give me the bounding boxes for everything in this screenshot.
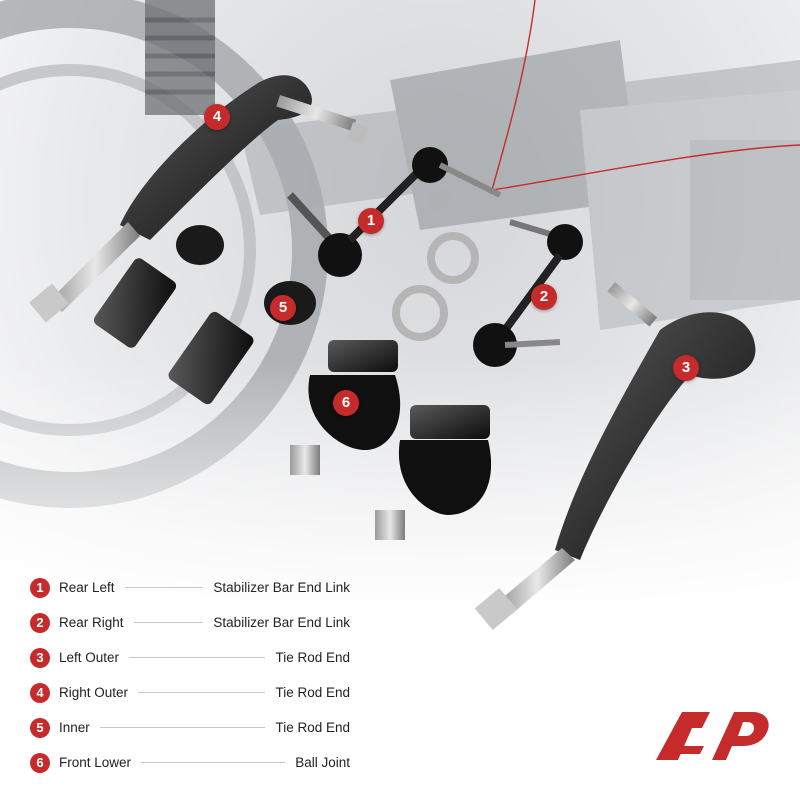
legend-divider — [141, 762, 286, 763]
a-premium-logo-icon — [656, 712, 769, 760]
stabilizer-end-links — [287, 147, 583, 367]
legend-part-label: Tie Rod End — [275, 720, 350, 735]
legend-divider — [99, 727, 266, 728]
legend-part-label: Ball Joint — [295, 755, 350, 770]
legend-position-label: Inner — [59, 720, 90, 735]
left-outer-tie-rod-end — [474, 282, 756, 631]
legend-divider — [124, 587, 204, 588]
callout-badge-2: 2 — [531, 284, 557, 310]
legend-number-badge: 2 — [30, 612, 50, 633]
legend-position-label: Rear Right — [59, 615, 124, 630]
legend-position-label: Rear Left — [59, 580, 115, 595]
right-outer-tie-rod-end — [29, 75, 369, 323]
legend-part-label: Stabilizer Bar End Link — [213, 580, 350, 595]
legend-row-4: 4 Right Outer Tie Rod End — [30, 675, 350, 710]
legend-part-label: Tie Rod End — [275, 685, 350, 700]
legend-row-3: 3 Left Outer Tie Rod End — [30, 640, 350, 675]
legend-part-label: Stabilizer Bar End Link — [213, 615, 350, 630]
callout-badge-4: 4 — [204, 104, 230, 130]
legend-number-badge: 5 — [30, 717, 50, 738]
legend-row-1: 1 Rear Left Stabilizer Bar End Link — [30, 570, 350, 605]
legend-row-6: 6 Front Lower Ball Joint — [30, 745, 350, 780]
legend-position-label: Right Outer — [59, 685, 129, 700]
legend-part-label: Tie Rod End — [275, 650, 350, 665]
callout-badge-3: 3 — [673, 355, 699, 381]
legend-divider — [133, 622, 204, 623]
legend-divider — [129, 657, 266, 658]
callout-badge-1: 1 — [358, 208, 384, 234]
legend-position-label: Front Lower — [59, 755, 132, 770]
legend-number-badge: 1 — [30, 577, 50, 598]
callout-badge-6: 6 — [333, 390, 359, 416]
callout-badge-5: 5 — [270, 295, 296, 321]
legend-number-badge: 6 — [30, 752, 50, 773]
legend-number-badge: 4 — [30, 682, 50, 703]
parts-legend: 1 Rear Left Stabilizer Bar End Link 2 Re… — [30, 570, 350, 780]
legend-row-2: 2 Rear Right Stabilizer Bar End Link — [30, 605, 350, 640]
legend-divider — [138, 692, 266, 693]
legend-row-5: 5 Inner Tie Rod End — [30, 710, 350, 745]
legend-number-badge: 3 — [30, 647, 50, 668]
legend-position-label: Left Outer — [59, 650, 120, 665]
